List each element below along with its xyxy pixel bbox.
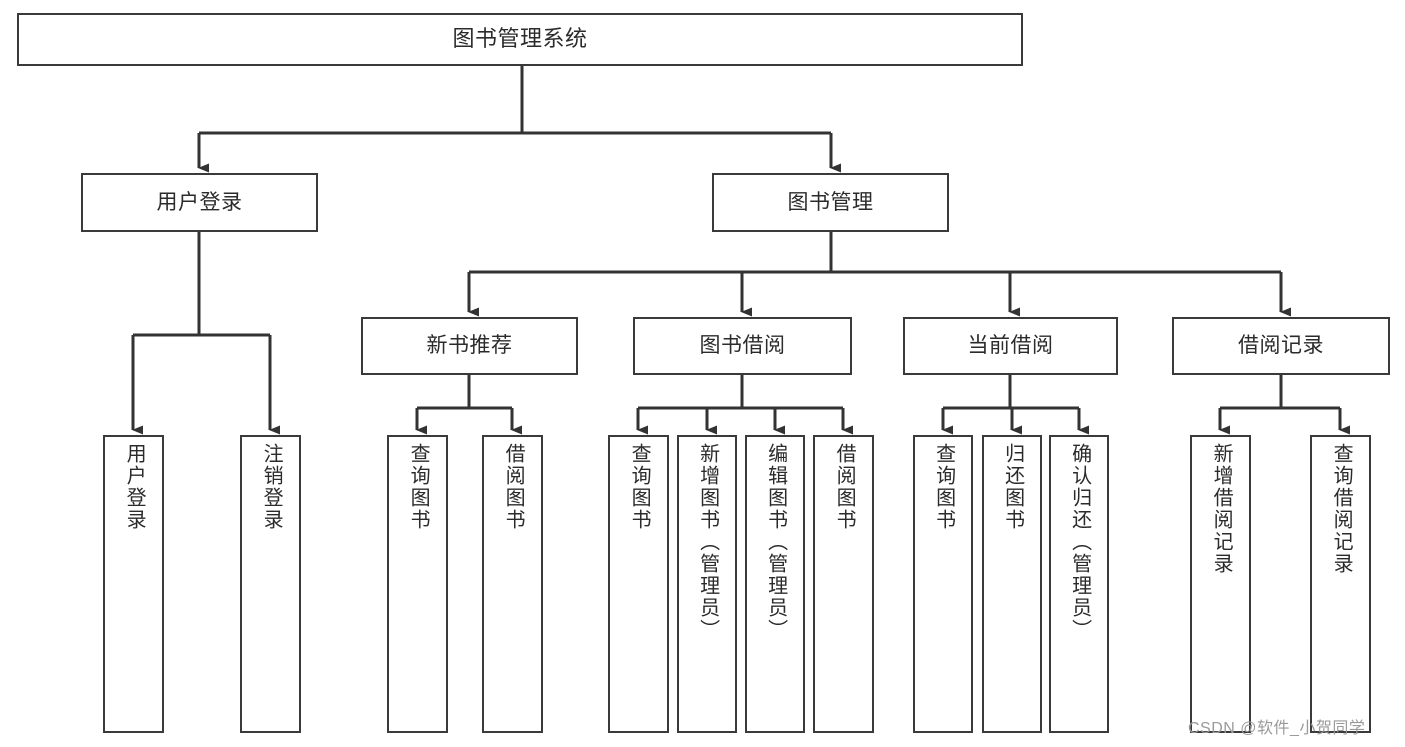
node-label: 借阅记录 <box>1238 334 1324 358</box>
node-label: 新增借阅记录 <box>1210 443 1233 575</box>
node-book-manage[interactable]: 图书管理 <box>712 173 949 232</box>
node-leaf-user-logout[interactable]: 注销登录 <box>240 435 301 733</box>
node-current-borrow[interactable]: 当前借阅 <box>903 317 1118 375</box>
node-label: 查询借阅记录 <box>1330 443 1353 575</box>
node-leaf-edit-book-admin[interactable]: 编辑图书（管理员） <box>745 435 805 733</box>
node-label: 新书推荐 <box>426 334 513 358</box>
node-leaf-query-book-2[interactable]: 查询图书 <box>608 435 669 733</box>
node-new-book-recommend[interactable]: 新书推荐 <box>361 317 578 375</box>
node-leaf-query-borrow-record[interactable]: 查询借阅记录 <box>1310 435 1371 733</box>
node-leaf-add-book-admin[interactable]: 新增图书（管理员） <box>677 435 737 733</box>
node-label: 查询图书 <box>932 443 955 531</box>
node-leaf-add-borrow-record[interactable]: 新增借阅记录 <box>1190 435 1251 733</box>
node-label: 当前借阅 <box>967 334 1054 358</box>
node-label: 图书借阅 <box>699 334 786 358</box>
node-label: 归还图书 <box>1001 443 1024 531</box>
node-leaf-return-book[interactable]: 归还图书 <box>982 435 1042 733</box>
node-leaf-confirm-return-admin[interactable]: 确认归还（管理员） <box>1049 435 1109 733</box>
csdn-watermark: CSDN @软件_小贺同学 <box>1188 720 1366 737</box>
node-leaf-query-book-3[interactable]: 查询图书 <box>913 435 973 733</box>
node-borrow-record[interactable]: 借阅记录 <box>1172 317 1390 375</box>
node-root-system[interactable]: 图书管理系统 <box>17 13 1023 66</box>
node-label: 编辑图书（管理员） <box>764 443 787 641</box>
node-label: 图书管理 <box>787 190 874 214</box>
node-leaf-query-book-1[interactable]: 查询图书 <box>387 435 448 733</box>
node-label: 确认归还（管理员） <box>1068 443 1091 641</box>
node-label: 查询图书 <box>407 443 430 531</box>
node-label: 用户登录 <box>156 190 243 214</box>
node-label: 查询图书 <box>628 443 651 531</box>
node-leaf-borrow-book-2[interactable]: 借阅图书 <box>813 435 874 733</box>
node-label: 用户登录 <box>123 443 146 531</box>
node-label: 注销登录 <box>260 443 283 531</box>
node-leaf-user-login[interactable]: 用户登录 <box>103 435 164 733</box>
node-user-login[interactable]: 用户登录 <box>81 173 318 232</box>
node-label: 图书管理系统 <box>452 26 588 52</box>
node-label: 借阅图书 <box>833 443 856 531</box>
node-book-borrow[interactable]: 图书借阅 <box>633 317 852 375</box>
node-label: 借阅图书 <box>502 443 525 531</box>
node-leaf-borrow-book-1[interactable]: 借阅图书 <box>482 435 543 733</box>
node-label: 新增图书（管理员） <box>696 443 719 641</box>
